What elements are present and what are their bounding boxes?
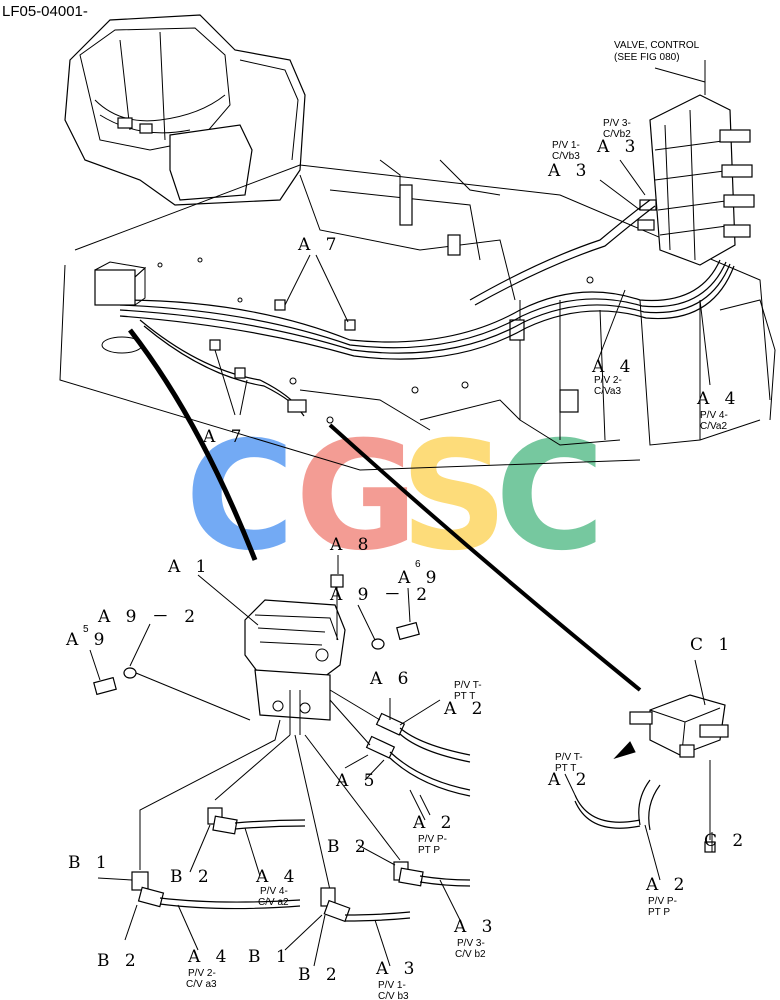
callout-pvp-ptp-mid-1: P/V P- xyxy=(418,834,447,845)
ppc-hoses xyxy=(139,689,471,891)
callout-pvp-ptp-mid-2: PT P xyxy=(418,845,440,856)
callout-pvt-ptt-right-1: P/V T- xyxy=(555,752,583,763)
callout-a3-right: A 3 xyxy=(453,917,498,937)
callout-pv3-cb2-bottom-2: C/V b2 xyxy=(455,949,486,960)
callout-a7-top: A 7 xyxy=(297,235,342,255)
callout-a3-top-left: A 3 xyxy=(547,161,592,181)
callout-b2-left-top: B 2 xyxy=(170,867,214,887)
callout-sup-6: 6 xyxy=(415,559,421,570)
callout-b2-center: B 2 xyxy=(298,965,342,985)
callout-pv1-cb3-bottom-2: C/V b3 xyxy=(378,991,409,1000)
elbow-fittings xyxy=(131,807,471,923)
callout-a1: A 1 xyxy=(167,557,212,577)
callout-a4-bottom: A 4 xyxy=(187,947,232,967)
callout-b1-left: B 1 xyxy=(68,853,112,873)
callout-a9-left: A 9 xyxy=(65,630,110,650)
callout-pv1-cb3-bottom-1: P/V 1- xyxy=(378,980,406,991)
callout-pvt-ptt-mid-1: P/V T- xyxy=(454,680,482,691)
callout-a7-bottom: A 7 xyxy=(202,427,247,447)
callout-a4-bottom-left: A 4 xyxy=(255,867,300,887)
callout-a3-top-right: A 3 xyxy=(596,137,641,157)
callout-pv2-ca3-bottom-1: P/V 2- xyxy=(188,968,216,979)
callout-pv2-ca3-bottom-2: C/V a3 xyxy=(186,979,217,990)
callout-a6: A 6 xyxy=(369,669,414,689)
callout-c2: C 2 xyxy=(704,831,748,851)
callout-pv4-ca2-bottom-2: C/V a2 xyxy=(258,897,289,908)
callout-pv2-cva3-top-1: P/V 2- xyxy=(594,375,622,386)
callout-valve-control-1: VALVE, CONTROL xyxy=(614,40,700,51)
callout-pv4-cva2-top-1: P/V 4- xyxy=(700,410,728,421)
callout-b2-left-bottom: B 2 xyxy=(97,951,141,971)
callout-a2-mid-top: A 2 xyxy=(443,699,488,719)
watermark-letter-2: G xyxy=(295,410,418,584)
callout-thick-lines xyxy=(128,328,642,692)
callout-a2-right-top: A 2 xyxy=(547,770,592,790)
leader-lines-top xyxy=(214,67,711,416)
callout-a4-top-right: A 4 xyxy=(696,389,741,409)
callout-pv4-ca2-bottom-1: P/V 4- xyxy=(260,886,288,897)
callout-pv4-cva2-top-2: C/Va2 xyxy=(700,421,727,432)
callout-pv1-cvb3-top-2: C/Vb3 xyxy=(552,151,580,162)
callout-b2-mid: B 2 xyxy=(327,837,371,857)
callout-pv2-cva3-top-2: C/Va3 xyxy=(594,386,621,397)
callout-pv3-cvb2-top-1: P/V 3- xyxy=(603,118,631,129)
leader-lines-bottom xyxy=(89,555,713,967)
doc-code: LF05-04001- xyxy=(2,3,88,20)
watermark-letter-4: C xyxy=(495,410,605,584)
callout-a8: A 8 xyxy=(329,535,374,555)
callout-a3-center: A 3 xyxy=(375,959,420,979)
upper-frame-drawing xyxy=(59,159,776,471)
hose-bundle-top xyxy=(94,199,735,417)
callout-sup-5: 5 xyxy=(83,624,89,635)
callout-a9-2-right: A 9 － 2 xyxy=(329,585,432,605)
callout-c1: C 1 xyxy=(690,635,734,655)
callout-pv3-cb2-bottom-1: P/V 3- xyxy=(457,938,485,949)
callout-a2-mid-bottom: A 2 xyxy=(412,813,457,833)
ppc-valve-drawing xyxy=(244,599,346,735)
callout-pv1-cvb3-top-1: P/V 1- xyxy=(552,140,580,151)
callout-a4-top-left: A 4 xyxy=(591,357,636,377)
callout-a9-2-left: A 9 － 2 xyxy=(97,607,200,627)
junction-block-c1 xyxy=(574,659,729,853)
callout-a5: A 5 xyxy=(335,771,380,791)
callout-b1-center: B 1 xyxy=(248,947,292,967)
callout-pvt-ptt-right-2: PT T xyxy=(555,763,576,774)
watermark-letter-1: C xyxy=(185,410,295,584)
callout-pvp-ptp-right-1: P/V P- xyxy=(648,896,677,907)
callout-a9-right: A 9 xyxy=(397,568,442,588)
fittings-drawing xyxy=(93,574,420,721)
control-valve-drawing xyxy=(637,60,755,266)
callout-pvp-ptp-right-2: PT P xyxy=(648,907,670,918)
callout-pvt-ptt-mid-2: PT T xyxy=(454,691,475,702)
watermark-letter-3: S xyxy=(400,410,508,584)
callout-a2-right-bottom: A 2 xyxy=(645,875,690,895)
cab-drawing xyxy=(64,14,306,206)
labels: LF05-04001- VALVE, CONTROL (SEE FIG 080)… xyxy=(2,3,748,1000)
callout-pv3-cvb2-top-2: C/Vb2 xyxy=(603,129,631,140)
callout-valve-control-2: (SEE FIG 080) xyxy=(614,52,680,63)
